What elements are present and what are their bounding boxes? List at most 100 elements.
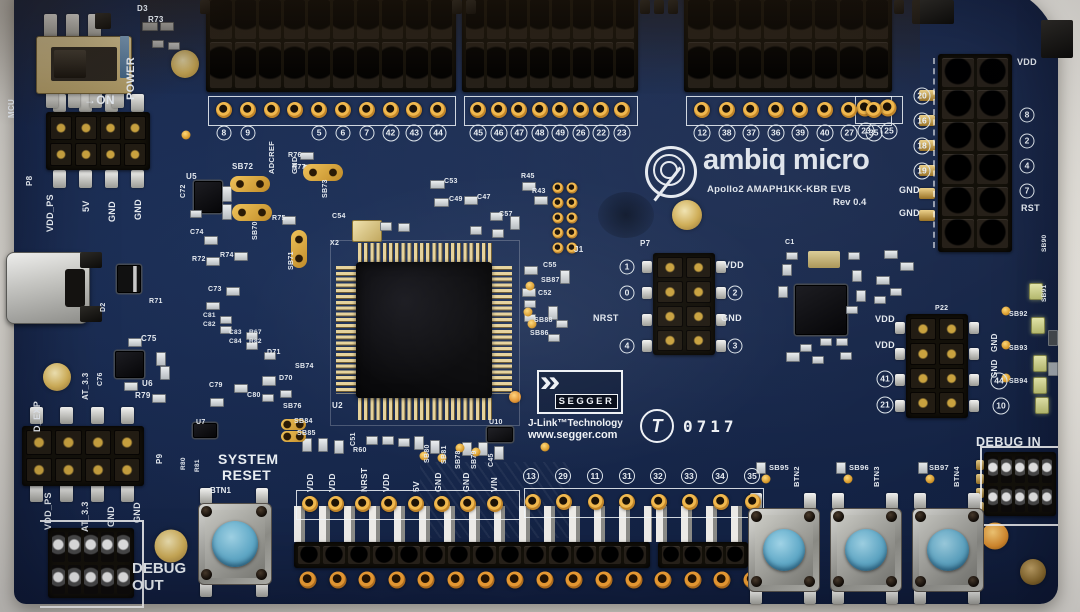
smd-component (464, 196, 478, 205)
silkscreen-label: R71 (149, 298, 163, 305)
fiducial-pad (672, 200, 702, 230)
smd-component-dark (95, 13, 111, 29)
solder-tab (44, 14, 57, 38)
header-socket (685, 305, 711, 327)
button-cap (845, 529, 887, 571)
silkscreen-label: VDD (724, 260, 744, 270)
pin-number-label: 8 (1019, 107, 1035, 123)
smd-component (918, 462, 928, 474)
smd-component (836, 462, 846, 474)
smd-component (900, 262, 914, 271)
button-corner-pin (833, 576, 844, 587)
button-corner-pin (886, 576, 897, 587)
solder-bridge-dot (471, 447, 481, 457)
silkscreen-label: SB80 (424, 444, 431, 463)
button-cap (927, 529, 969, 571)
header-socket (662, 546, 681, 564)
female-header-top (206, 0, 456, 92)
solder-bridge-dot (1001, 306, 1011, 316)
silkscreen-label: SB78 (455, 450, 462, 469)
through-hole-pad (302, 496, 318, 512)
solder-tab (68, 90, 80, 108)
pin-number-label: 8 (216, 125, 232, 141)
solder-tab (895, 348, 905, 360)
header-socket (357, 41, 379, 88)
tactile-button (830, 508, 902, 592)
smd-component (300, 152, 314, 160)
smd-component (222, 204, 232, 220)
through-hole-pad (407, 496, 424, 512)
smd-component-dark (80, 306, 102, 322)
header-socket (573, 546, 596, 564)
through-hole-pad (287, 102, 304, 118)
pin-number-label: 36 (767, 124, 785, 142)
smd-component (262, 376, 276, 386)
smd-component (856, 290, 866, 302)
smd-component (280, 390, 292, 398)
header-socket (598, 546, 621, 564)
header-socket (938, 392, 964, 414)
jumper-header (22, 426, 144, 486)
solder-tab (886, 493, 898, 509)
silkscreen-label: R79 (135, 391, 151, 400)
smd-component (282, 216, 296, 225)
header-socket (623, 546, 646, 564)
solder-tab (91, 484, 104, 502)
silkscreen-label: R67 (249, 329, 262, 336)
header-socket (938, 367, 964, 390)
silkscreen-label: SB94 (1009, 378, 1028, 385)
header-socket (259, 0, 281, 39)
through-hole-pad (536, 571, 554, 589)
header-socket (814, 0, 838, 39)
pin-number-label: 11 (587, 468, 603, 484)
silkscreen-label: C1 (785, 239, 795, 246)
solder-bridge-dot (843, 474, 853, 484)
smd-component (206, 302, 220, 310)
smd-component (510, 216, 520, 230)
segger-tagline: J-Link™Technology (528, 418, 623, 429)
through-hole-pad (744, 494, 761, 510)
header-socket (52, 532, 66, 562)
board-revision: Rev 0.4 (833, 197, 867, 208)
header-socket (551, 41, 570, 88)
solder-tab (105, 170, 118, 188)
fiducial-pad (43, 363, 71, 391)
silkscreen-label: D_EXP (32, 400, 42, 432)
header-socket (332, 41, 354, 88)
through-hole-pad (654, 571, 672, 589)
female-header-top (684, 0, 892, 92)
pin-number-label: 40 (816, 124, 834, 142)
mcu-chip (356, 262, 492, 398)
header-socket (52, 564, 66, 594)
segger-url: www.segger.com (528, 429, 618, 441)
through-hole-pad (556, 494, 573, 510)
silkscreen-label: SB71 (288, 251, 295, 270)
through-hole-pad (406, 102, 423, 118)
header-socket (976, 122, 1008, 152)
silkscreen-label: 5V (81, 200, 91, 212)
smd-component-dark (894, 0, 904, 14)
solder-tab (131, 170, 144, 188)
smd-component (334, 440, 344, 454)
smd-component (246, 342, 258, 350)
pin-number-label: 27 (840, 124, 858, 142)
through-hole-pad (311, 102, 328, 118)
silkscreen-label: C74 (190, 229, 204, 236)
power-switch-track (51, 47, 117, 81)
smd-component (234, 384, 248, 393)
pin-number-label: 37 (742, 124, 760, 142)
header-socket (423, 546, 446, 564)
header-socket (738, 41, 762, 88)
system-reset-line1: SYSTEM (218, 451, 279, 467)
silkscreen-label: ADCREF (266, 140, 276, 174)
smd-component-dark (80, 252, 102, 268)
pin-number-label: 44 (429, 124, 447, 142)
silkscreen-label: X2 (330, 240, 340, 247)
smd-component (380, 222, 392, 231)
through-hole-pad (486, 496, 503, 512)
through-hole-pad (879, 99, 897, 117)
through-hole-pad (613, 102, 630, 118)
button-corner-pin (751, 511, 762, 522)
silkscreen-label: D71 (267, 349, 281, 356)
through-hole-pad (263, 102, 280, 118)
